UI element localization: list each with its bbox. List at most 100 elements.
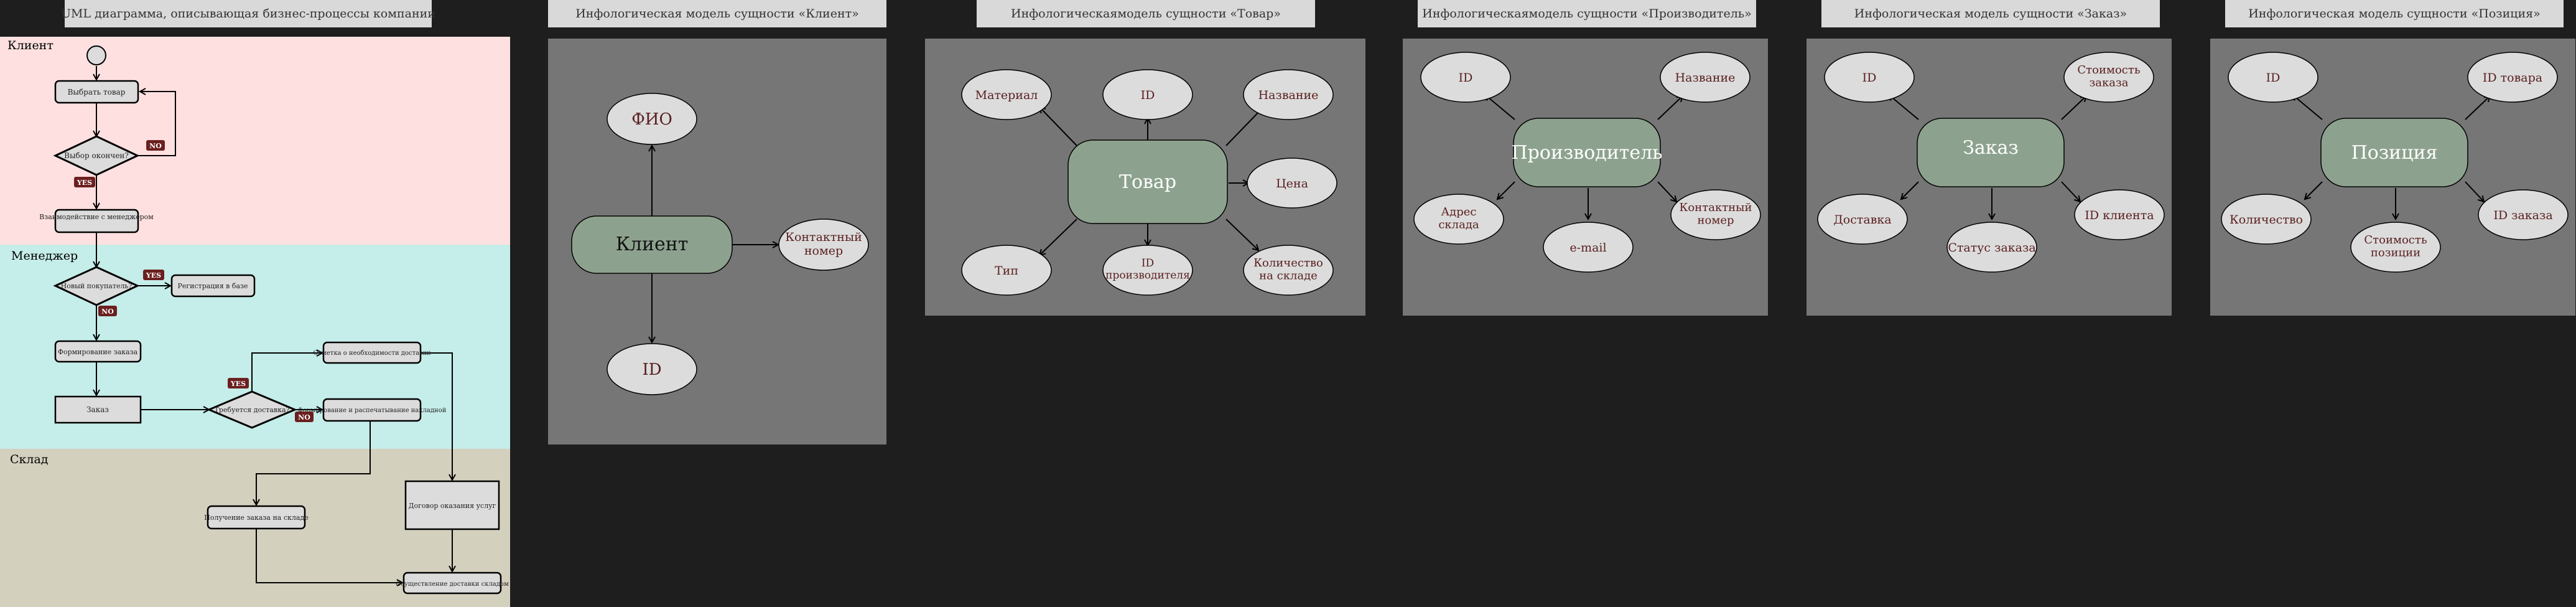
order-entity [1917, 118, 2065, 187]
attr-status [1946, 222, 2037, 273]
attr-delivery-label: Доставка [1833, 213, 1891, 227]
client-entity [571, 215, 733, 274]
attr-id [2228, 52, 2318, 103]
uml-diagram: Клиент Менеджер Склад В [0, 37, 510, 607]
product-model-title: Инфологическаямодель сущности «Товар» [977, 0, 1315, 27]
position-model: Позиция ID ID товара Количество Стоимост… [2210, 39, 2575, 316]
label-line: Контактный [785, 230, 862, 244]
manufacturer-entity [1513, 118, 1661, 187]
attr-client-id [2074, 189, 2165, 240]
interact-manager-text: Взаимодействие с менеджером [39, 213, 154, 221]
no-tag-1: NO [149, 142, 162, 150]
order-model-title: Инфологическая модель сущности «Заказ» [1821, 0, 2160, 27]
manufacturer-model-title: Инфологическаямодель сущности «Производи… [1418, 0, 1756, 27]
choose-product-label: Выбрать товар [68, 88, 126, 96]
attr-quantity [1243, 245, 1334, 296]
yes-tag-3: YES [230, 380, 246, 388]
attr-type-label: Тип [995, 264, 1018, 278]
no-tag-bg [146, 140, 165, 151]
attr-name-label: Название [1258, 88, 1319, 102]
warehouse-delivery-label: Осуществление доставки складом [396, 581, 509, 588]
attr-client-id-label: ID клиента [2085, 209, 2154, 222]
lane-label-manager: Менеджер [11, 249, 78, 263]
attr-id [607, 343, 697, 395]
pickup-label: Получение заказа на складе [204, 514, 308, 522]
attr-phone [1670, 189, 1761, 240]
attr-id [1420, 52, 1511, 103]
choose-product-node [54, 80, 139, 104]
attr-product-id [2467, 52, 2558, 103]
attr-id-label: ID [642, 360, 661, 379]
client-entity-label: Клиент [616, 233, 689, 255]
delivery-mark-node [322, 341, 422, 364]
attr-email [1543, 222, 1634, 273]
attr-status-label: Статус заказа [1948, 241, 2035, 255]
warehouse-delivery-node [402, 572, 502, 595]
no-tag-3: NO [298, 413, 310, 421]
register-label: Регистрация в базе [177, 282, 248, 290]
yes-tag-bg [74, 177, 95, 187]
attr-fio [607, 93, 697, 145]
label-line: заказа [2089, 77, 2128, 90]
attr-cost [2350, 222, 2441, 273]
label-line: ID [1142, 257, 1154, 270]
attr-price-label: Цена [1276, 177, 1308, 191]
attr-order-id-label: ID заказа [2493, 209, 2552, 222]
attr-quantity-label: Количество [2230, 213, 2303, 227]
attr-id [1102, 69, 1193, 120]
no-tag-2: NO [101, 308, 114, 316]
service-contract-node [404, 480, 500, 530]
yes-tag-bg [228, 378, 249, 388]
client-model-title: Инфологическая модель сущности «Клиент» [548, 0, 886, 27]
no-tag-bg [98, 306, 117, 316]
yes-tag-2: YES [146, 271, 161, 280]
lane-label-warehouse: Склад [10, 453, 49, 466]
position-entity-label: Позиция [2351, 142, 2438, 164]
attr-cost [2063, 52, 2154, 103]
yes-tag-1: YES [77, 179, 92, 187]
label-line: Адрес [1441, 205, 1477, 219]
lane-label-client: Клиент [7, 39, 53, 52]
yes-tag-bg [143, 270, 164, 280]
product-entity [1067, 139, 1228, 224]
attr-address [1413, 194, 1504, 245]
form-order-node [54, 340, 142, 363]
attr-material-label: Материал [975, 88, 1038, 102]
manufacturer-entity-label: Производитель [1512, 142, 1663, 164]
attr-material [961, 69, 1052, 120]
new-buyer-label: Новый покупатель? [61, 282, 133, 290]
attr-fio-label: ФИО [631, 110, 672, 129]
start-node [86, 45, 106, 65]
label-line: Количество [1253, 256, 1323, 270]
label-line: номер [804, 244, 843, 258]
delivery-required-decision [207, 390, 297, 429]
attr-name-label: Название [1675, 71, 1736, 85]
order-node [54, 395, 142, 424]
attr-id-label: ID [1862, 71, 1877, 85]
delivery-required-label: Требуется доставка? [215, 406, 290, 414]
pickup-node [207, 505, 306, 530]
label-line: производителя [1105, 270, 1190, 282]
invoice-label: Формирование и распечатывание накладной [298, 407, 447, 414]
register-node [170, 274, 256, 298]
attr-price [1247, 158, 1337, 209]
invoice-node [322, 398, 422, 422]
interact-manager-label: Взаимодействие с менеджером [39, 213, 154, 221]
position-model-title: Инфологическая модель сущности «Позиция» [2225, 0, 2564, 27]
attr-phone [778, 219, 869, 271]
attr-manufacturer-id [1102, 245, 1193, 296]
attr-product-id-label: ID товара [2483, 71, 2542, 85]
attr-delivery [1817, 194, 1908, 245]
form-order-label: Формирование заказа [58, 348, 138, 356]
label-line: позиции [2371, 247, 2420, 260]
delivery-mark-label: Отметка о необходимости доставки [313, 350, 431, 357]
selection-done-label: Выбор окончен? [64, 151, 129, 160]
